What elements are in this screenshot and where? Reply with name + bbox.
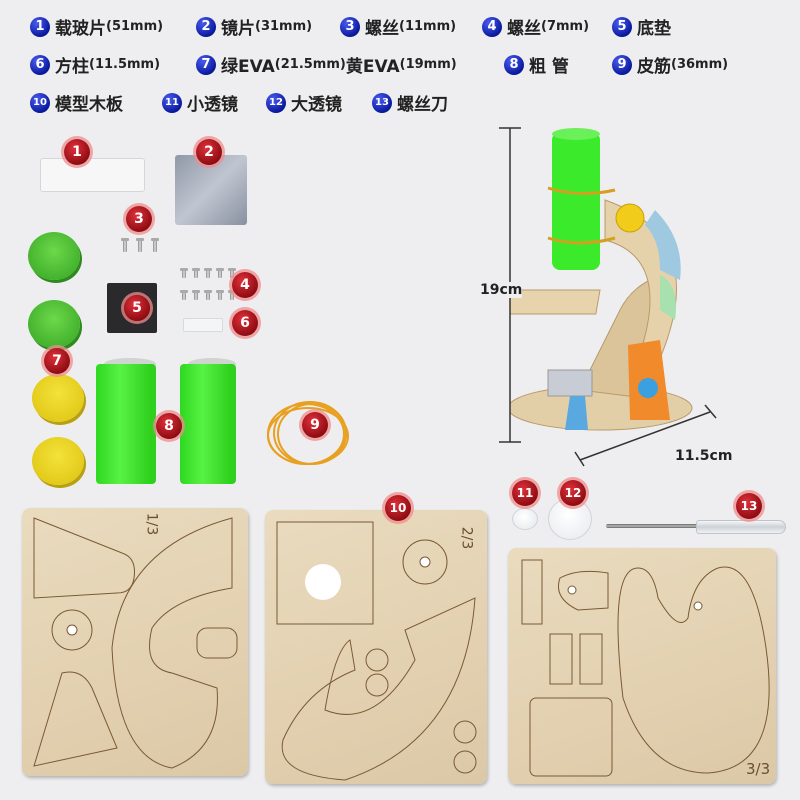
thick-tube [96,358,156,484]
marker-1: 1 [64,139,90,165]
height-label: 19cm [480,282,523,298]
marker-7: 7 [44,348,70,374]
square-pillar [183,318,223,332]
marker-9: 9 [302,412,328,438]
screwdriver [606,520,786,534]
marker-5: 5 [124,295,150,321]
board-page-label: 1/3 [143,512,160,536]
rubber-bands [267,401,349,465]
wood-board-2: 2/3 [265,510,487,784]
eva-green-disc [28,300,80,348]
eva-yellow-disc [32,374,84,422]
marker-13: 13 [736,493,762,519]
wood-board-1: 1/3 [22,508,248,776]
marker-12: 12 [560,480,586,506]
thick-tube [180,358,236,484]
marker-8: 8 [156,413,182,439]
width-dimension-line [574,404,717,467]
eva-green-disc [28,232,80,280]
width-label: 11.5cm [675,448,733,464]
mirror-lens [175,155,247,225]
board-page-label: 3/3 [746,760,771,778]
eva-yellow-disc [32,437,84,485]
marker-11: 11 [512,480,538,506]
marker-2: 2 [196,139,222,165]
marker-6: 6 [232,310,258,336]
wood-board-3: 3/3 [508,548,776,784]
board-page-label: 2/3 [458,526,475,550]
marker-3: 3 [126,206,152,232]
glass-slide [40,158,145,192]
marker-4: 4 [232,272,258,298]
marker-10: 10 [385,495,411,521]
small-lens [512,508,538,530]
